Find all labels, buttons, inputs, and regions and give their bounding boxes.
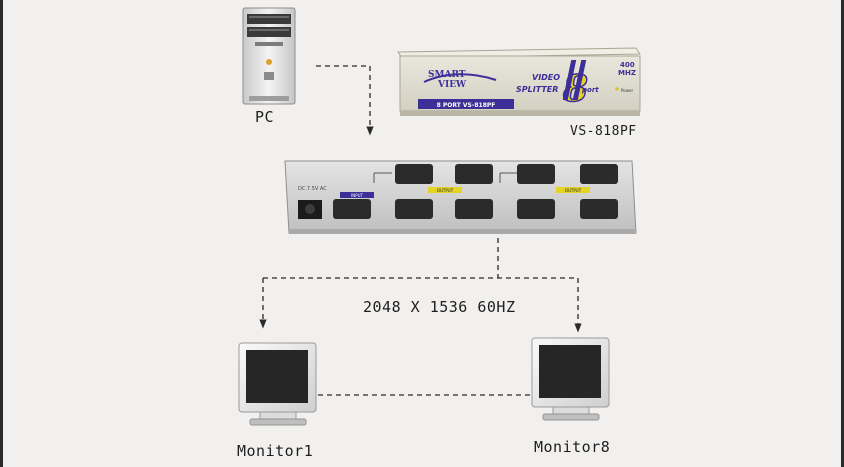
vga-port-out-1 (395, 164, 433, 184)
product-line-2: SPLITTER (516, 85, 558, 94)
splitter-front-view: 8 PORT VS-818PF SMART VIEW VIDEO SPLITTE… (397, 47, 641, 116)
input-tag: INPUT (351, 193, 364, 198)
vga-port-out-5 (395, 199, 433, 219)
pc-label: PC (255, 108, 275, 126)
vga-port-input (333, 199, 371, 219)
front-strip-text: 8 PORT VS-818PF (437, 102, 496, 109)
power-text: Power (621, 88, 633, 93)
left-border (0, 0, 3, 467)
vga-port-out-6 (455, 199, 493, 219)
pc-to-splitter-line (316, 65, 374, 136)
model-label: VS-818PF (570, 124, 637, 139)
brand-line-1: SMART (428, 70, 466, 80)
monitor8-label: Monitor8 (534, 438, 611, 456)
monitor8-icon (531, 337, 610, 421)
brand-line-2: VIEW (437, 80, 467, 90)
resolution-label: 2048 X 1536 60HZ (363, 298, 516, 316)
output-tag-1: OUTPUT (437, 188, 454, 193)
right-border (841, 0, 844, 467)
connection-lines (259, 65, 582, 396)
monitor1-icon (238, 342, 317, 426)
vga-port-out-3 (517, 164, 555, 184)
bandwidth-line-2: MHZ (618, 69, 636, 77)
product-line-1: VIDEO (532, 73, 560, 82)
monitor1-label: Monitor1 (237, 442, 314, 460)
vga-port-out-7 (517, 199, 555, 219)
dc-input-label: DC 7.5V AC (298, 186, 327, 192)
bandwidth-line-1: 400 (620, 61, 635, 69)
vga-port-out-8 (580, 199, 618, 219)
vga-port-out-2 (455, 164, 493, 184)
output-tag-2: OUTPUT (565, 188, 582, 193)
pc-tower-icon (242, 7, 296, 105)
vga-port-out-4 (580, 164, 618, 184)
port-word: port (581, 86, 599, 94)
